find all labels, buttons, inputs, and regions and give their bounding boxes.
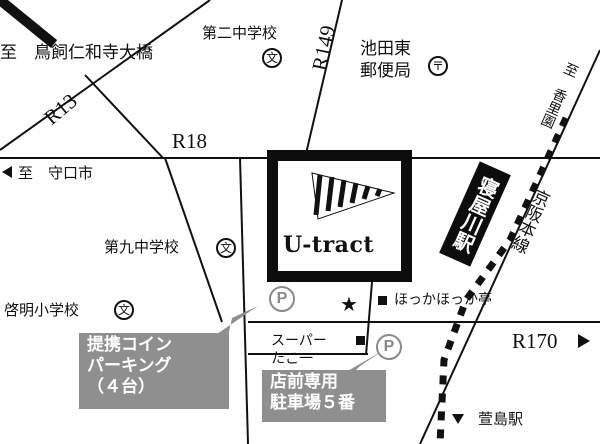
road-r149: [304, 0, 343, 159]
label-supermarket: スーパー: [271, 333, 327, 349]
road-east-diagonal: [419, 49, 600, 444]
label-toward-bridge: 至 鳥飼仁和寺大橋: [0, 43, 153, 63]
parking-icon[interactable]: P: [269, 286, 295, 312]
store-brand: U-tract: [283, 232, 374, 258]
road-diagonal: [84, 74, 164, 159]
parking-icon[interactable]: P: [376, 334, 402, 360]
label-hokka-hokka: ほっかほっか亭: [394, 292, 492, 308]
label-tako: たこ一: [271, 351, 313, 367]
label-keimei-elementary: 啓明小学校: [4, 301, 80, 319]
school-icon: 文: [216, 238, 236, 258]
label-junior-high-2: 第二中学校: [202, 24, 278, 42]
store-flag-icon: [311, 172, 396, 220]
supermarket-marker-icon: [356, 336, 365, 345]
arrow-right-icon: [578, 334, 590, 348]
shop-marker-icon: [378, 296, 387, 305]
store-parking-callout: 店前専用 駐車場５番: [262, 370, 386, 422]
road-store-lane: [365, 281, 373, 356]
school-icon: 文: [262, 48, 282, 68]
store-parking-pointer: [316, 350, 384, 372]
school-icon: 文: [114, 300, 134, 320]
coin-parking-line3: （４台）: [87, 377, 155, 397]
expressway-segment: [0, 0, 58, 48]
label-toward-moriguchi: 至 守口市: [18, 164, 94, 182]
store-parking-line1: 店前専用: [270, 372, 338, 392]
label-post-office-line2: 郵便局: [360, 61, 411, 81]
coin-parking-pointer: [182, 306, 258, 336]
arrow-down-icon: [452, 414, 464, 424]
store-building[interactable]: [267, 150, 412, 282]
label-post-office-line1: 池田東: [360, 39, 411, 59]
arrow-left-icon: [2, 166, 12, 178]
store-parking-line2: 駐車場５番: [270, 393, 355, 413]
road-r13: [0, 0, 211, 151]
coin-parking-line2: パーキング: [87, 356, 172, 376]
route-r170-label: R170: [512, 329, 558, 353]
label-kayashima: 萱島駅: [478, 410, 524, 428]
coin-parking-callout: 提携コイン パーキング （４台）: [79, 333, 229, 409]
road-lower-left: [164, 157, 223, 323]
route-r18-label: R18: [172, 129, 208, 153]
road-vertical-west: [239, 157, 249, 444]
store-location-star-icon: ★: [340, 292, 358, 316]
coin-parking-line1: 提携コイン: [87, 335, 172, 355]
post-office-icon: 〒: [428, 56, 448, 76]
label-junior-high-9: 第九中学校: [104, 238, 180, 256]
